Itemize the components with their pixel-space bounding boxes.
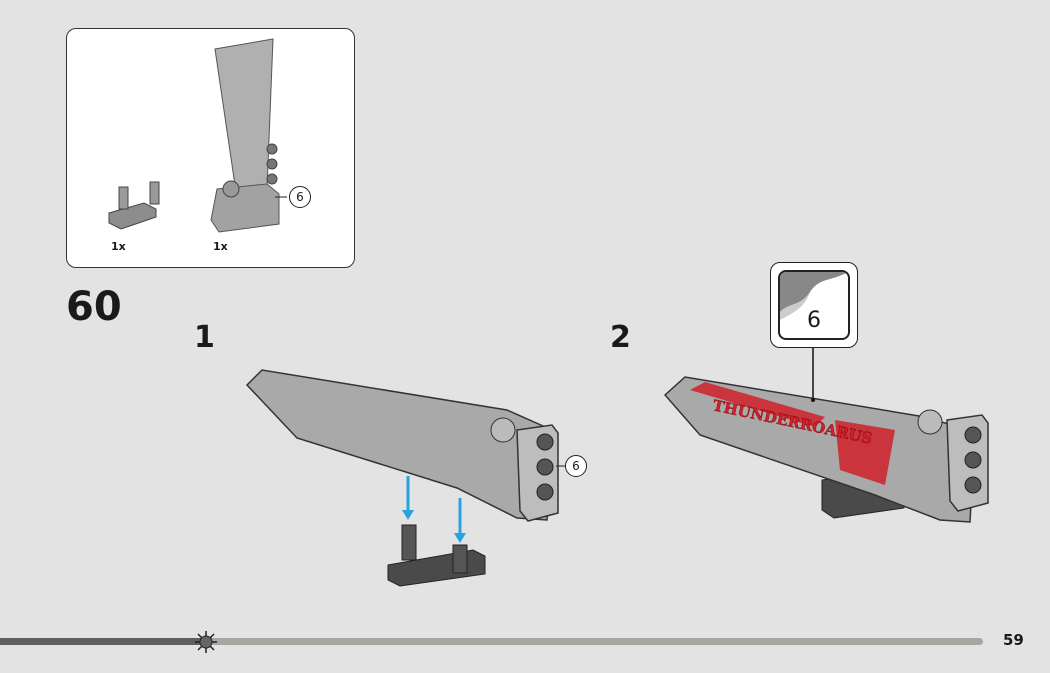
sticker-callout: 6 <box>289 186 311 208</box>
progress-sun-icon <box>195 631 218 653</box>
parts-list-box: 6 1x 1x <box>66 28 355 268</box>
pin-connector-part-image <box>108 38 287 233</box>
part-quantity: 1x <box>111 240 126 253</box>
sticker-callout-box: 6 <box>770 262 858 348</box>
page-number: 59 <box>1003 631 1024 649</box>
substep-number: 1 <box>194 320 215 355</box>
arrow-icon <box>402 476 466 543</box>
substep-number: 2 <box>610 320 631 355</box>
step-number: 60 <box>66 284 122 330</box>
part-quantity: 1x <box>213 240 228 253</box>
progress-fill <box>0 638 207 645</box>
sticker-number: 6 <box>807 308 821 333</box>
progress-track <box>0 638 983 645</box>
sticker-icon: 6 <box>778 270 850 340</box>
sticker-callout: 6 <box>565 455 587 477</box>
